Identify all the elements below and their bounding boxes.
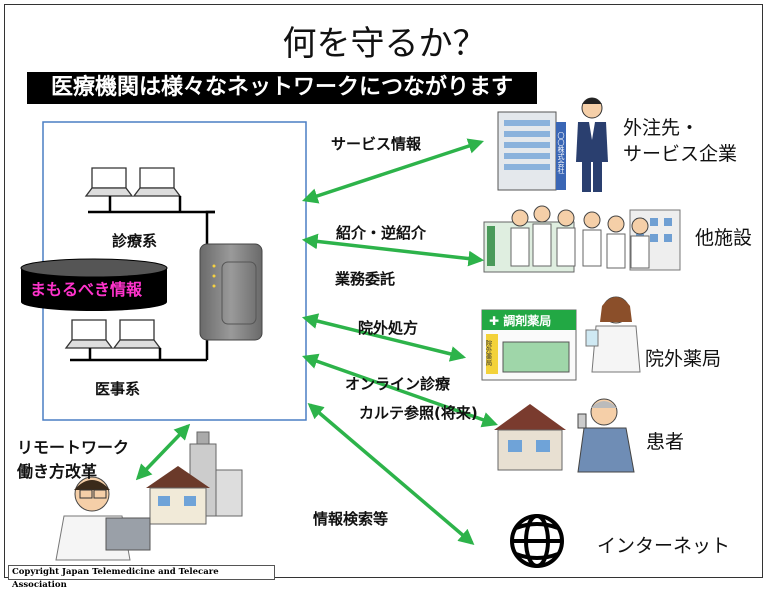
internet-label: インターネット [597, 535, 731, 557]
banner: 医療機関は様々なネットワークにつながります [27, 72, 537, 104]
arrow-facilities [301, 233, 485, 267]
arrow-remote [135, 423, 191, 481]
slide-frame [4, 4, 763, 578]
office-building-icon [497, 111, 566, 191]
company-sign: 〇〇株式会社 [557, 132, 565, 175]
admin-system-label: 医事系 [95, 380, 141, 398]
database-icon [20, 258, 168, 311]
clinical-system-label: 診療系 [112, 232, 158, 250]
medical-staff-icon [510, 205, 650, 269]
businessman-icon [576, 97, 608, 192]
pharmacy-side-sign: 院外薬局 [484, 339, 492, 368]
info-search-label: 情報検索等 [313, 510, 389, 528]
patient-label: 患者 [646, 431, 685, 453]
prescription-label: 院外処方 [358, 319, 419, 337]
router-icon [199, 243, 263, 341]
laptop-icon [132, 167, 182, 197]
vendor-label-1: 外注先・ [623, 117, 700, 139]
remote-work-label-2: 働き方改革 [17, 462, 98, 481]
pharmacy-building-icon [481, 309, 577, 381]
elderly-patient-icon [577, 398, 635, 473]
pharmacy-sign: ✚ 調剤薬局 [489, 313, 551, 328]
remote-doctor-icon [55, 476, 151, 561]
outsourcing-label: 業務委託 [335, 270, 396, 288]
home-icon [146, 466, 210, 525]
laptop-icon [84, 167, 134, 197]
arrow-pharmacy [301, 313, 467, 362]
other-facilities-label: 他施設 [695, 227, 753, 249]
protect-info-label: まもるべき情報 [30, 280, 143, 299]
laptop-icon [112, 319, 162, 349]
globe-icon [510, 514, 564, 568]
arrow-internet [307, 402, 475, 546]
remote-work-label-1: リモートワーク [17, 438, 130, 457]
laptop-icon [64, 319, 114, 349]
online-care-label: オンライン診療 [345, 375, 451, 393]
chart-ref-label: カルテ参照(将来) [359, 404, 478, 422]
vendor-label-2: サービス企業 [623, 143, 738, 165]
pharmacist-icon [585, 296, 641, 373]
copyright-notice: Copyright Japan Telemedicine and Telecar… [8, 565, 275, 590]
patient-house-icon [494, 404, 566, 471]
pharmacy-label: 院外薬局 [645, 348, 722, 370]
referral-label: 紹介・逆紹介 [336, 224, 427, 242]
slide-title: 何を守るか？ [282, 24, 487, 64]
service-info-label: サービス情報 [331, 135, 422, 153]
arrow-vendor [302, 138, 484, 204]
